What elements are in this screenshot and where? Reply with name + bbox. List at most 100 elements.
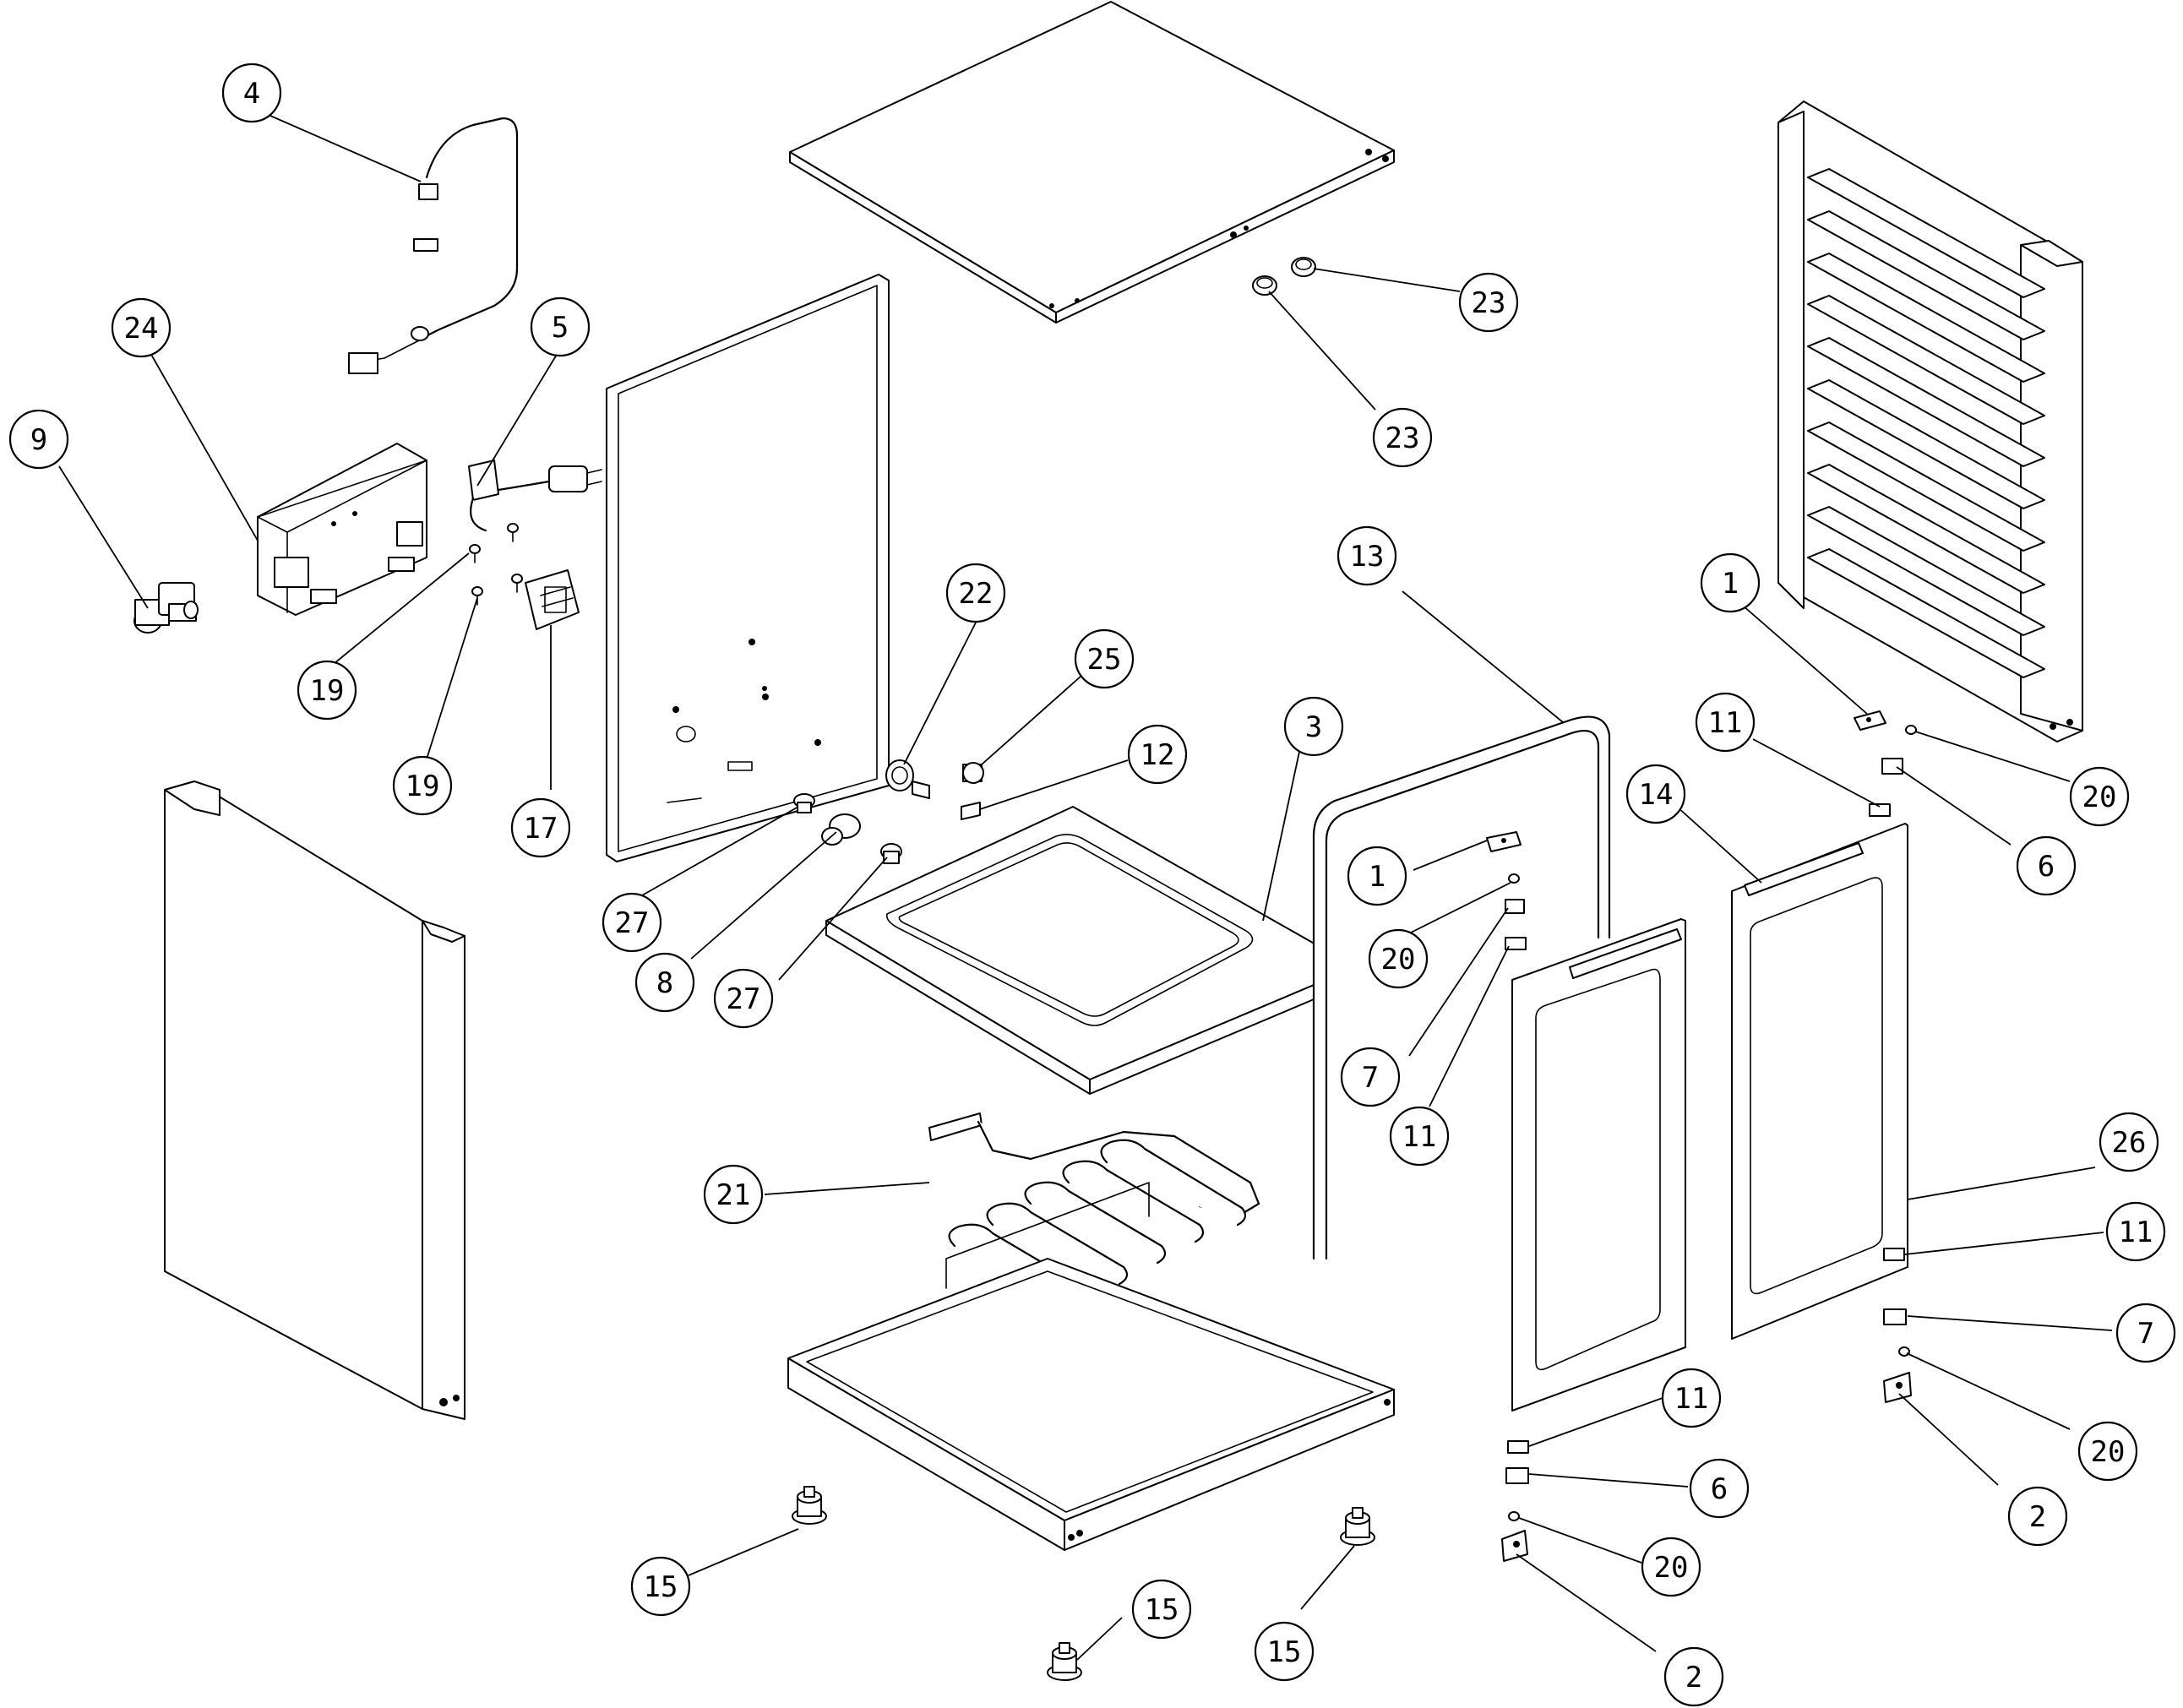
screw-20-b [1905,725,1917,735]
svg-text:6: 6 [2038,850,2055,884]
callout-14: 14 [1625,764,1686,824]
svg-text:9: 9 [30,423,47,457]
svg-text:20: 20 [1381,943,1416,976]
svg-text:11: 11 [1674,1382,1709,1416]
callout-22: 22 [945,563,1006,623]
hinge-insert-11-c [1883,1248,1905,1261]
cap-foot-23-right [1291,257,1316,277]
svg-text:14: 14 [1639,778,1674,812]
solenoid-valve [133,582,199,634]
callout-1-a: 1 [1347,846,1407,906]
svg-text:2: 2 [2029,1500,2046,1534]
callout-6-a: 6 [2016,835,2077,896]
callout-8: 8 [634,952,695,1013]
svg-text:23: 23 [1472,286,1506,320]
callout-7-b: 7 [2115,1303,2176,1363]
hinge-insert-11-b [1869,803,1891,817]
svg-text:23: 23 [1385,422,1420,455]
svg-text:15: 15 [1145,1593,1179,1627]
lamp-holder-27-b [880,843,902,864]
svg-text:19: 19 [310,674,345,708]
callout-11-b: 11 [1695,692,1756,753]
svg-text:24: 24 [124,312,159,345]
rear-slatted-panel [1777,101,2083,742]
callout-4: 4 [221,63,282,123]
svg-text:5: 5 [552,311,569,345]
callout-5: 5 [530,296,591,357]
junction-box [257,443,427,616]
callout-20-b: 20 [2069,766,2130,827]
hinge-cover-7-a [1505,899,1525,914]
svg-text:1: 1 [1369,860,1385,894]
callout-11-d: 11 [1661,1368,1722,1428]
svg-text:19: 19 [406,770,440,803]
callout-23-a: 23 [1458,272,1519,333]
wire-harness [348,117,519,374]
callout-9: 9 [8,409,69,470]
svg-text:8: 8 [656,966,673,1000]
svg-text:26: 26 [2112,1126,2147,1160]
callout-24: 24 [111,297,171,358]
callout-23-b: 23 [1372,407,1433,468]
left-side-panel [164,781,465,1420]
callout-27-a: 27 [602,892,662,953]
screw-19-c [507,523,519,542]
svg-text:11: 11 [2119,1216,2153,1249]
callout-17: 17 [510,797,571,858]
lamp-holder-27-a [793,793,815,813]
svg-text:20: 20 [1654,1551,1689,1585]
svg-text:27: 27 [615,906,650,940]
svg-text:4: 4 [243,77,260,111]
callout-26: 26 [2099,1112,2159,1172]
svg-text:27: 27 [727,982,761,1016]
svg-text:15: 15 [1267,1635,1302,1669]
callout-2-b: 2 [1663,1646,1724,1707]
svg-text:20: 20 [2091,1435,2126,1469]
hinge-bracket-2-b [1501,1530,1528,1562]
terminal-block [525,569,580,630]
callout-13: 13 [1336,525,1397,586]
switch-25 [962,762,984,784]
svg-text:2: 2 [1685,1661,1702,1694]
svg-text:7: 7 [1362,1061,1379,1095]
svg-text:1: 1 [1722,567,1739,601]
hinge-plate-1-a [1486,831,1522,852]
callout-bubbles: 4 24 5 9 19 19 17 23 23 22 25 12 3 13 27… [8,63,2176,1707]
adjustable-foot-15-a [792,1486,827,1525]
callout-20-c: 20 [2077,1421,2138,1482]
adjustable-foot-15-b [1047,1642,1082,1681]
callout-7-a: 7 [1340,1047,1401,1107]
svg-text:17: 17 [524,812,558,846]
svg-text:20: 20 [2082,781,2117,814]
thermostat-22 [885,759,930,799]
svg-text:7: 7 [2137,1317,2154,1351]
hinge-bracket-2-a [1883,1372,1912,1403]
callout-1-b: 1 [1700,552,1761,613]
slat-group [1807,168,2045,678]
callout-6-b: 6 [1689,1458,1750,1519]
callout-21: 21 [703,1164,764,1225]
callout-2-a: 2 [2007,1486,2068,1547]
screw-19-d [511,574,523,593]
svg-text:3: 3 [1305,710,1322,744]
callout-20-a: 20 [1368,928,1429,989]
svg-text:12: 12 [1140,738,1175,772]
outer-glass-door [1731,823,1908,1340]
bracket-12 [961,802,981,820]
callout-27-b: 27 [713,968,774,1029]
base-frame [787,1258,1395,1551]
cap-foot-23-left [1252,275,1277,296]
callout-15-a: 15 [630,1556,691,1617]
callout-19-b: 19 [392,755,453,816]
hinge-plate-1-b [1854,710,1886,731]
callout-15-b: 15 [1131,1579,1192,1640]
top-cover-panel [789,1,1395,324]
screw-20-a [1508,873,1520,884]
screw-20-d [1508,1511,1520,1521]
svg-text:11: 11 [1708,706,1743,740]
callout-19-a: 19 [297,660,357,721]
callout-12: 12 [1127,724,1188,785]
hinge-insert-11-a [1505,937,1527,950]
hinge-insert-11-d [1507,1440,1529,1454]
